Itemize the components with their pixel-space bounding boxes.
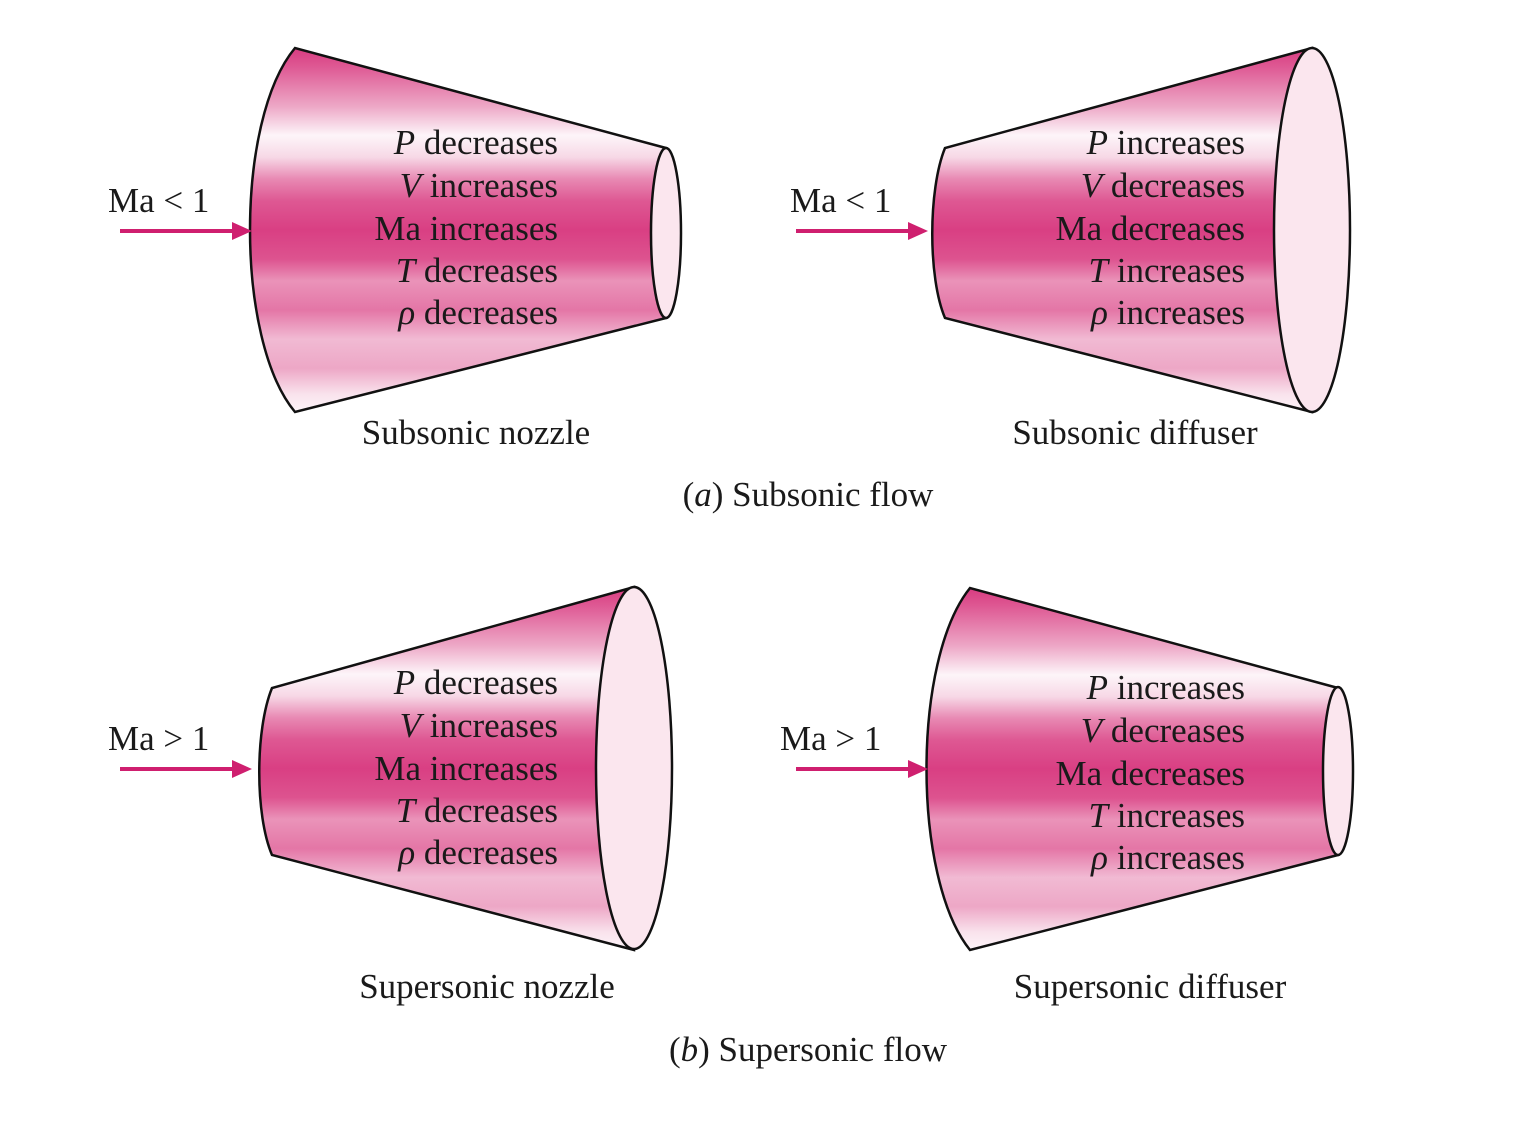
subsonic-nozzle-panel: Ma < 1 P decreases V increases Ma increa… xyxy=(108,46,683,452)
arrow-head-icon xyxy=(232,222,252,240)
property-line: V increases xyxy=(400,706,558,745)
section-b-caption: (b) Supersonic flow xyxy=(669,1030,948,1069)
arrow-head-icon xyxy=(908,760,928,778)
supersonic-nozzle-panel: Ma > 1 P decreases V increases Ma increa… xyxy=(108,585,674,1006)
property-line: T decreases xyxy=(396,791,558,830)
property-line: P decreases xyxy=(393,123,558,162)
panel-caption: Supersonic nozzle xyxy=(359,967,615,1006)
nozzle-exit-face xyxy=(594,585,674,951)
section-a-caption: (a) Subsonic flow xyxy=(683,475,935,514)
property-line: Ma decreases xyxy=(1056,209,1245,248)
diffuser-exit-face xyxy=(1321,685,1355,857)
diffuser-body xyxy=(925,586,1340,952)
panel-caption: Subsonic diffuser xyxy=(1012,413,1258,452)
property-line: Ma increases xyxy=(374,749,558,788)
nozzle-body xyxy=(248,46,668,414)
property-line: Ma increases xyxy=(374,209,558,248)
property-line: ρ increases xyxy=(1090,293,1245,332)
nozzle-body xyxy=(258,585,636,952)
diffuser-exit-face xyxy=(1272,46,1352,414)
property-line: ρ decreases xyxy=(397,293,558,332)
property-line: P increases xyxy=(1086,668,1245,707)
inlet-mach-label: Ma > 1 xyxy=(780,719,881,758)
property-line: V increases xyxy=(400,166,558,205)
inlet-mach-label: Ma < 1 xyxy=(790,181,891,220)
property-line: ρ decreases xyxy=(397,833,558,872)
inlet-mach-label: Ma < 1 xyxy=(108,181,209,220)
property-line: V decreases xyxy=(1081,166,1245,205)
diffuser-body xyxy=(931,46,1314,414)
subsonic-diffuser-panel: Ma < 1 P increases V decreases Ma decrea… xyxy=(790,46,1352,452)
property-line: T increases xyxy=(1089,251,1245,290)
supersonic-diffuser-panel: Ma > 1 P increases V decreases Ma decrea… xyxy=(780,586,1355,1006)
property-line: T increases xyxy=(1089,796,1245,835)
panel-caption: Supersonic diffuser xyxy=(1014,967,1287,1006)
property-line: V decreases xyxy=(1081,711,1245,750)
panel-caption: Subsonic nozzle xyxy=(362,413,590,452)
property-line: ρ increases xyxy=(1090,838,1245,877)
arrow-head-icon xyxy=(908,222,928,240)
property-line: P decreases xyxy=(393,663,558,702)
property-line: Ma decreases xyxy=(1056,754,1245,793)
inlet-mach-label: Ma > 1 xyxy=(108,719,209,758)
property-line: T decreases xyxy=(396,251,558,290)
nozzle-exit-face xyxy=(649,146,683,320)
property-line: P increases xyxy=(1086,123,1245,162)
arrow-head-icon xyxy=(232,760,252,778)
